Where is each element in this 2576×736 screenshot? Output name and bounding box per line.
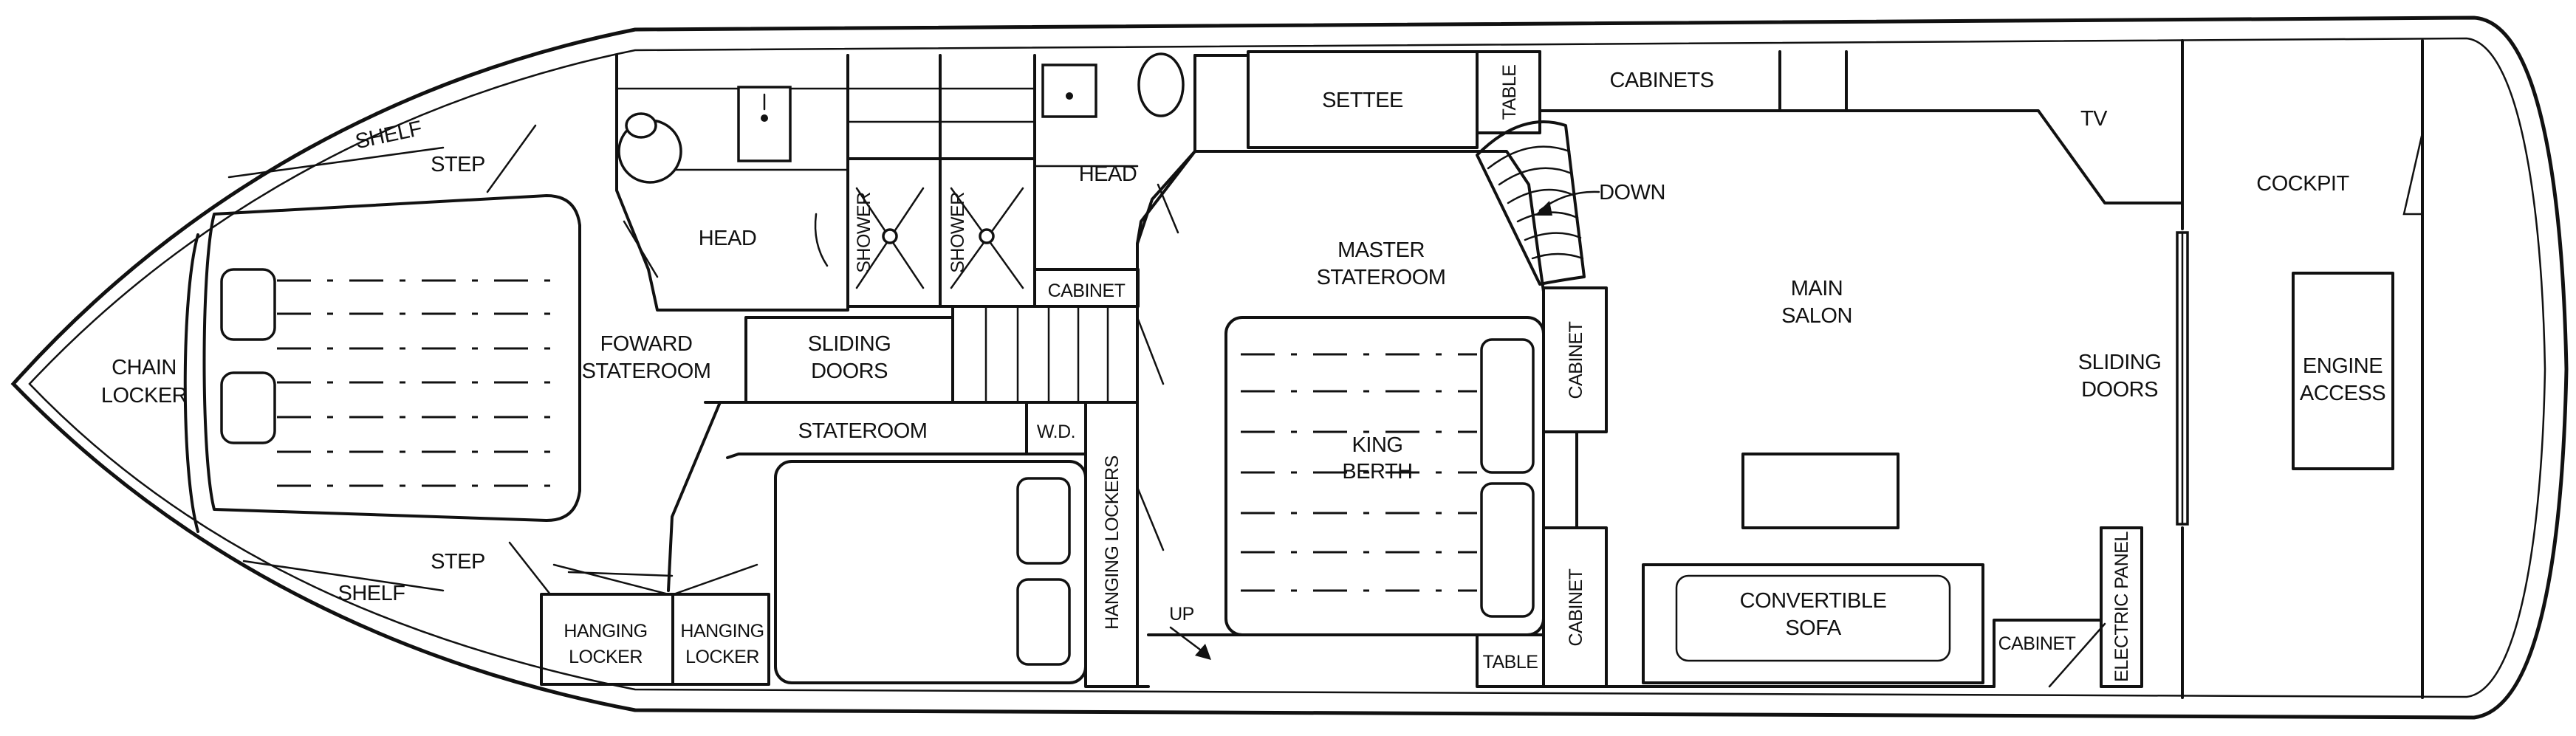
king-berth-label: KING: [1352, 433, 1403, 457]
table-bottom-box: [1476, 633, 1545, 688]
locker-door-swing: [672, 563, 758, 596]
king-berth-label: BERTH: [1342, 460, 1412, 484]
shower-1-drain: [882, 228, 898, 244]
master-stateroom-wall: [1136, 54, 1545, 293]
locker-door-swing: [567, 571, 674, 577]
down-stair-tread: [1524, 232, 1582, 241]
sliding-doors-forward-label: SLIDING: [808, 332, 891, 356]
foward-stateroom-label: STATEROOM: [582, 360, 711, 383]
foward-stateroom-label: FOWARD: [600, 332, 693, 356]
table-top-label: TABLE: [1499, 65, 1520, 120]
hanging-locker-2-box: [671, 593, 770, 686]
forward-berth-pillow-top: [220, 268, 276, 341]
master-stateroom-label: MASTER: [1337, 238, 1425, 262]
up-arrow-line: [1169, 626, 1202, 651]
engine-access-label: ENGINE: [2303, 354, 2383, 378]
cabinets-label: CABINETS: [1609, 69, 1713, 92]
hanging-locker-1-label: LOCKER: [569, 647, 643, 667]
forward-head-door-swing: [814, 213, 829, 267]
down-stair-tread: [1487, 145, 1571, 170]
wd-label: W.D.: [1037, 422, 1075, 442]
hanging-lockers-door: [1136, 316, 1165, 385]
sliding-doors-aft-label: DOORS: [2081, 378, 2158, 402]
up-label: UP: [1169, 604, 1194, 625]
forward-head-door-swing: [623, 220, 659, 278]
up-arrow-head: [1195, 644, 1211, 660]
master-stateroom-aft-wall: [1136, 305, 1150, 688]
step-bottom-label: STEP: [431, 550, 485, 574]
head-aft-label: HEAD: [1079, 162, 1137, 186]
tv-label: TV: [2080, 107, 2108, 131]
hanging-lockers-label: HANGING LOCKERS: [1102, 455, 1123, 630]
hanging-locker-2-label: HANGING: [680, 621, 764, 642]
king-berth-pillow-top: [1480, 338, 1535, 474]
convertible-sofa-label: SOFA: [1785, 616, 1842, 640]
shower-1-label: SHOWER: [854, 192, 874, 273]
aft-head-door: [1157, 183, 1179, 234]
main-salon-label: MAIN: [1791, 277, 1843, 300]
hull-outline: [10, 16, 2569, 720]
step-top-diagonal: [486, 124, 537, 193]
down-stair-tread: [1507, 188, 1576, 204]
settee-label: SETTEE: [1322, 89, 1403, 112]
shower-2-drain: [979, 228, 995, 244]
chain-locker-label: CHAIN: [112, 356, 177, 379]
down-label: DOWN: [1599, 181, 1665, 204]
hanging-locker-1-label: HANGING: [564, 621, 647, 642]
aft-head-toilet: [1137, 52, 1185, 117]
engine-access-hatch: [2292, 272, 2394, 470]
head-forward-label: HEAD: [699, 227, 757, 250]
aft-head-drain: [1066, 92, 1073, 100]
step-bottom-diagonal: [508, 541, 552, 596]
chain-locker-bulkhead: [183, 233, 199, 533]
main-salon-label: SALON: [1781, 304, 1852, 328]
convertible-sofa-outer: [1642, 563, 1984, 684]
forward-head-drain: [761, 114, 768, 122]
stateroom-label: STATEROOM: [798, 419, 928, 443]
shelf-top-line: [227, 146, 445, 179]
cockpit-door: [2402, 131, 2424, 216]
down-arrow-head: [1535, 201, 1552, 216]
cockpit-label: COCKPIT: [2256, 172, 2349, 196]
cabinet-upper-label: CABINET: [1566, 321, 1586, 399]
forward-berth-pillow-bottom: [220, 371, 276, 444]
convertible-sofa-inner: [1675, 574, 1951, 662]
chain-locker-label: LOCKER: [101, 384, 187, 407]
stateroom-berth-pillow-top: [1016, 477, 1071, 565]
locker-door-swing: [552, 563, 670, 596]
electric-panel-label: ELECTRIC PANEL: [2111, 532, 2132, 682]
shower-2-label: SHOWER: [948, 192, 968, 273]
hanging-lockers-door: [1136, 486, 1165, 551]
cabinet-lower-box: [1542, 526, 1608, 688]
cabinet-salon-diagonal: [2048, 622, 2106, 688]
king-berth-pillow-bottom: [1480, 482, 1535, 618]
down-stair: [1476, 120, 1586, 286]
forward-head-toilet-tank: [625, 112, 657, 139]
shelf-bottom-line: [242, 560, 445, 592]
shelf-bottom-label: SHELF: [338, 582, 405, 605]
down-stair-tread: [1531, 252, 1584, 260]
aft-head-sink: [1041, 63, 1097, 118]
convertible-sofa-label: CONVERTIBLE: [1740, 589, 1887, 613]
master-stateroom-label: STATEROOM: [1317, 266, 1446, 289]
sliding-doors-aft-label: SLIDING: [2078, 351, 2162, 374]
table-bottom-label: TABLE: [1483, 652, 1538, 673]
engine-access-label: ACCESS: [2300, 382, 2385, 405]
cabinet-lower-label: CABINET: [1566, 568, 1586, 646]
hull-inner-line: [28, 37, 2546, 698]
cabinets-outline: [1538, 50, 2184, 204]
stateroom-berth-pillow-bottom: [1016, 578, 1071, 666]
sliding-doors-forward-label: DOORS: [811, 360, 888, 383]
cabinet-head-label: CABINET: [1048, 281, 1126, 301]
cabinet-upper-box: [1542, 286, 1608, 433]
salon-table: [1741, 453, 1900, 529]
step-top-label: STEP: [431, 153, 485, 176]
down-stair-tread: [1498, 167, 1573, 186]
forward-berth: [202, 194, 581, 522]
hanging-locker-2-label: LOCKER: [685, 647, 759, 667]
cabinet-salon-label: CABINET: [1998, 633, 2076, 654]
stateroom-forward-wall: [667, 401, 722, 592]
